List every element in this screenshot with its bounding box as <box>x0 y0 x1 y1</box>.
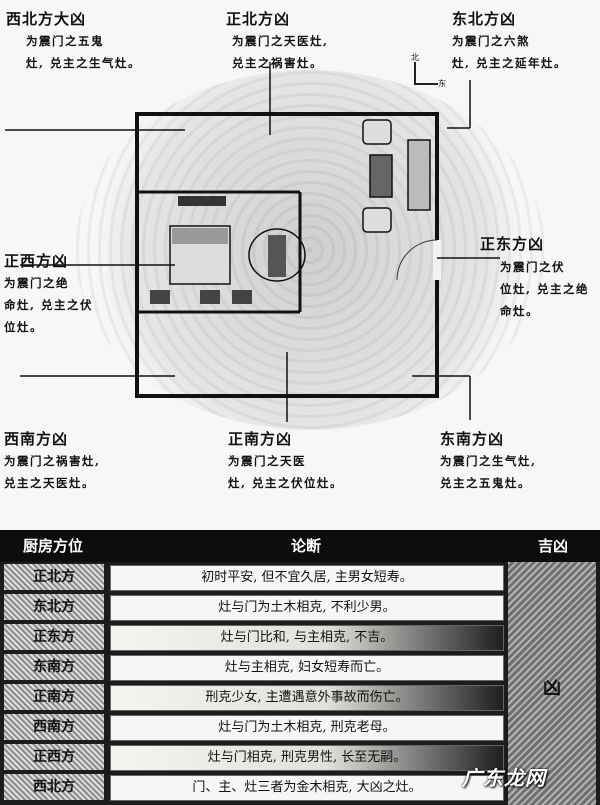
row-judgment: 灶与主相克, 妇女短寿而亡。 <box>110 655 504 681</box>
row-direction: 西南方 <box>4 714 104 740</box>
label-south-title: 正南方凶 <box>228 430 293 448</box>
label-west-desc: 为震门之绝 命灶, 兑主之伏 位灶。 <box>4 276 94 334</box>
row-judgment: 灶与门相克, 刑克男性, 长至无嗣。 <box>110 745 504 771</box>
row-direction: 西北方 <box>4 774 104 800</box>
label-northwest-desc: 为震门之五鬼 灶, 兑主之生气灶。 <box>26 34 142 70</box>
label-east-desc: 为震门之伏 位灶, 兑主之绝 命灶。 <box>500 260 590 318</box>
label-southeast-desc: 为震门之生气灶, 兑主之五鬼灶。 <box>440 454 537 490</box>
row-judgment: 门、主、灶三者为金木相克, 大凶之灶。 <box>110 775 504 801</box>
table-header: 厨房方位 论断 吉凶 <box>0 530 600 562</box>
row-judgment: 灶与门比和, 与主相克, 不吉。 <box>110 625 504 651</box>
header-judgment: 论断 <box>290 537 321 555</box>
header-fortune: 吉凶 <box>537 537 568 555</box>
row-judgment: 灶与门为土木相克, 不利少男。 <box>110 595 504 621</box>
row-direction: 正东方 <box>4 624 104 650</box>
table-row: 西南方 灶与门为土木相克, 刑克老母。 <box>0 712 600 742</box>
label-west-title: 正西方凶 <box>4 252 69 270</box>
site-watermark: 广东龙网 <box>462 766 546 790</box>
row-direction: 东北方 <box>4 594 104 620</box>
label-northwest-title: 西北方大凶 <box>6 10 87 28</box>
table-row: 正东方 灶与门比和, 与主相克, 不吉。 <box>0 622 600 652</box>
table-row: 正西方 灶与门相克, 刑克男性, 长至无嗣。 <box>0 742 600 772</box>
label-northeast-title: 东北方凶 <box>452 10 517 28</box>
floorplan-area: 北 东 西 <box>4 10 590 490</box>
row-judgment: 灶与门为土木相克, 刑克老母。 <box>110 715 504 741</box>
row-direction: 正南方 <box>4 684 104 710</box>
label-southwest-title: 西南方凶 <box>4 430 69 448</box>
floorplan-drawing <box>5 62 500 422</box>
kitchen-direction-table: 厨房方位 论断 吉凶 正北方 初时平安, 但不宜久居, 主男女短寿。 东北方 灶… <box>0 530 600 805</box>
table-row: 东南方 灶与主相克, 妇女短寿而亡。 <box>0 652 600 682</box>
label-north-desc: 为震门之天医灶, 兑主之祸害灶。 <box>232 34 329 70</box>
header-kitchen-direction: 厨房方位 <box>22 537 83 555</box>
table-row: 正北方 初时平安, 但不宜久居, 主男女短寿。 <box>0 562 600 592</box>
label-southeast-title: 东南方凶 <box>440 430 505 448</box>
table-row: 西北方 门、主、灶三者为金木相克, 大凶之灶。 <box>0 772 600 802</box>
row-direction: 正北方 <box>4 564 104 590</box>
row-direction: 东南方 <box>4 654 104 680</box>
row-judgment: 刑克少女, 主遭遇意外事故而伤亡。 <box>110 685 504 711</box>
label-south-desc: 为震门之天医 灶, 兑主之伏位灶。 <box>228 454 344 490</box>
row-judgment: 初时平安, 但不宜久居, 主男女短寿。 <box>110 565 504 591</box>
table-row: 正南方 刑克少女, 主遭遇意外事故而伤亡。 <box>0 682 600 712</box>
label-northeast-desc: 为震门之六煞 灶, 兑主之延年灶。 <box>452 34 568 70</box>
verdict-text: 凶 <box>543 678 561 699</box>
label-north-title: 正北方凶 <box>226 10 291 28</box>
verdict-cell: 凶 <box>508 562 596 805</box>
table-row: 东北方 灶与门为土木相克, 不利少男。 <box>0 592 600 622</box>
compass-icon: 北 东 <box>411 53 446 88</box>
label-southwest-desc: 为震门之祸害灶, 兑主之天医灶。 <box>4 454 101 490</box>
row-direction: 正西方 <box>4 744 104 770</box>
label-east-title: 正东方凶 <box>480 235 545 253</box>
